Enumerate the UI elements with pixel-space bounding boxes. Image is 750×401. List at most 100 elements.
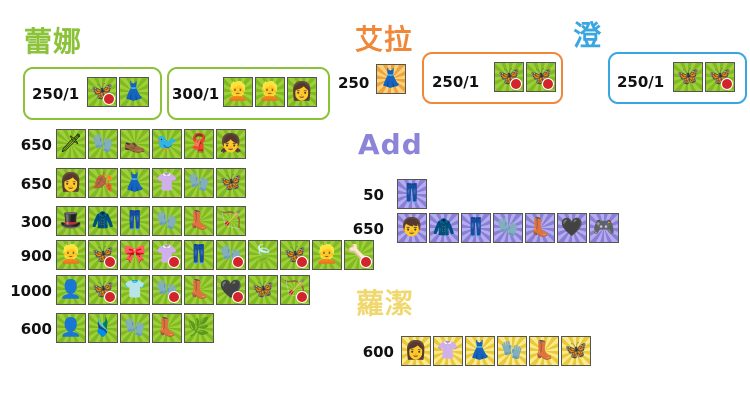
item-row: 👩👚👗🧤👢🦋 [401, 336, 591, 366]
item-row: 👤🦋👕🧤👢🖤🦋🏹 [56, 275, 310, 305]
item-icon[interactable]: 🗡 [56, 129, 86, 159]
shop-badge-icon [360, 256, 372, 268]
item-icon[interactable]: 🦋 [561, 336, 591, 366]
item-icon[interactable]: 🧤 [152, 275, 182, 305]
shop-badge-icon [232, 291, 244, 303]
item-icon[interactable]: 🦋 [216, 168, 246, 198]
shop-badge-icon [168, 256, 180, 268]
shop-badge-icon [510, 78, 522, 90]
price-label: 900 [20, 247, 52, 265]
aisha-single-item: 👗 [376, 64, 406, 94]
item-icon[interactable]: 👢 [529, 336, 559, 366]
item-icon[interactable]: 🧤 [88, 129, 118, 159]
item-icon[interactable]: 👦 [397, 213, 427, 243]
title-aisha: 艾拉 [355, 23, 414, 56]
item-icon[interactable]: 🩱 [88, 313, 118, 343]
item-icon[interactable]: 🧤 [497, 336, 527, 366]
item-icon[interactable]: 🖤 [216, 275, 246, 305]
item-row: 👱🦋🎀👚👖🧤🍃🦋👱🦴 [56, 240, 374, 270]
item-icon[interactable]: 👕 [120, 275, 150, 305]
title-add: Add [358, 128, 423, 161]
item-icon[interactable]: 🖤 [557, 213, 587, 243]
blonde-hair-icon[interactable]: 👱 [255, 77, 285, 107]
item-icon[interactable]: 👚 [433, 336, 463, 366]
item-icon[interactable]: 🧥 [88, 206, 118, 236]
rena-box-1 [23, 67, 162, 120]
item-icon[interactable]: 👢 [525, 213, 555, 243]
item-icon[interactable]: 👚 [152, 168, 182, 198]
item-icon[interactable]: 👖 [461, 213, 491, 243]
item-icon[interactable]: 🧤 [152, 206, 182, 236]
dark-hair-icon[interactable]: 👩 [287, 77, 317, 107]
price-label: 650 [20, 136, 52, 154]
aisha-box-icons: 🦋🦋 [494, 62, 556, 92]
rena-box-1-label: 250/1 [32, 85, 80, 103]
item-icon[interactable]: 🎮 [589, 213, 619, 243]
item-icon[interactable]: 🦴 [344, 240, 374, 270]
wing-accessory-icon[interactable]: 🦋 [673, 62, 703, 92]
title-rena: 蕾娜 [24, 25, 83, 58]
item-icon[interactable]: 👱 [56, 240, 86, 270]
item-row: 👩🍂👗👚🧤🦋 [56, 168, 246, 198]
item-icon[interactable]: 👚 [152, 240, 182, 270]
item-icon[interactable]: 👖 [184, 240, 214, 270]
wing-accessory-icon[interactable]: 🦋 [526, 62, 556, 92]
item-icon[interactable]: 👢 [184, 206, 214, 236]
item-icon[interactable]: 🧣 [184, 129, 214, 159]
price-label: 300 [20, 213, 52, 231]
item-row: 👦🧥👖🧤👢🖤🎮 [397, 213, 619, 243]
aisha-single-price: 250 [338, 74, 370, 92]
item-icon[interactable]: 👤 [56, 275, 86, 305]
white-outfit-icon[interactable]: 👗 [119, 77, 149, 107]
item-icon[interactable]: 🦋 [280, 240, 310, 270]
item-icon[interactable]: 👢 [152, 313, 182, 343]
shop-badge-icon [104, 256, 116, 268]
item-icon[interactable]: 👩 [401, 336, 431, 366]
item-icon[interactable]: 🧤 [184, 168, 214, 198]
item-icon[interactable]: 🎀 [120, 240, 150, 270]
rena-box-2-icons: 👱👱👩 [223, 77, 317, 107]
item-icon[interactable]: 🧥 [429, 213, 459, 243]
item-icon[interactable]: 👖 [397, 179, 427, 209]
item-icon[interactable]: 🦋 [248, 275, 278, 305]
item-icon[interactable]: 👞 [120, 129, 150, 159]
item-icon[interactable]: 👱 [312, 240, 342, 270]
item-icon[interactable]: 👤 [56, 313, 86, 343]
item-icon[interactable]: 🐦 [152, 129, 182, 159]
item-row: 🗡🧤👞🐦🧣👧 [56, 129, 246, 159]
item-row: 👤🩱🧤👢🌿 [56, 313, 214, 343]
item-icon[interactable]: 🏹 [280, 275, 310, 305]
price-label: 1000 [10, 282, 52, 300]
item-row: 👖 [397, 179, 427, 209]
item-icon[interactable]: 🧤 [493, 213, 523, 243]
wing-accessory-icon[interactable]: 🦋 [87, 77, 117, 107]
item-icon[interactable]: 👢 [184, 275, 214, 305]
shop-badge-icon [296, 291, 308, 303]
item-icon[interactable]: 🧤 [120, 313, 150, 343]
item-icon[interactable]: 👧 [216, 129, 246, 159]
blonde-hair-icon[interactable]: 👱 [223, 77, 253, 107]
item-icon[interactable]: 🍃 [248, 240, 278, 270]
item-icon[interactable]: 👗 [465, 336, 495, 366]
wing-accessory-icon[interactable]: 🦋 [705, 62, 735, 92]
shop-badge-icon [542, 78, 554, 90]
item-icon[interactable]: 🍂 [88, 168, 118, 198]
white-dress-icon[interactable]: 👗 [376, 64, 406, 94]
title-eve: 澄 [573, 19, 603, 52]
item-icon[interactable]: 🦋 [88, 240, 118, 270]
shop-badge-icon [721, 78, 733, 90]
price-label: 50 [363, 186, 384, 204]
item-icon[interactable]: 🌿 [184, 313, 214, 343]
item-icon[interactable]: 🦋 [88, 275, 118, 305]
item-icon[interactable]: 👖 [120, 206, 150, 236]
item-icon[interactable]: 🧤 [216, 240, 246, 270]
item-icon[interactable]: 🎩 [56, 206, 86, 236]
item-icon[interactable]: 🏹 [216, 206, 246, 236]
rena-box-1-icons: 🦋👗 [87, 77, 149, 107]
price-label: 600 [20, 320, 52, 338]
eve-box [608, 52, 747, 104]
aisha-box-label: 250/1 [432, 73, 480, 91]
item-icon[interactable]: 👩 [56, 168, 86, 198]
item-icon[interactable]: 👗 [120, 168, 150, 198]
wing-accessory-icon[interactable]: 🦋 [494, 62, 524, 92]
